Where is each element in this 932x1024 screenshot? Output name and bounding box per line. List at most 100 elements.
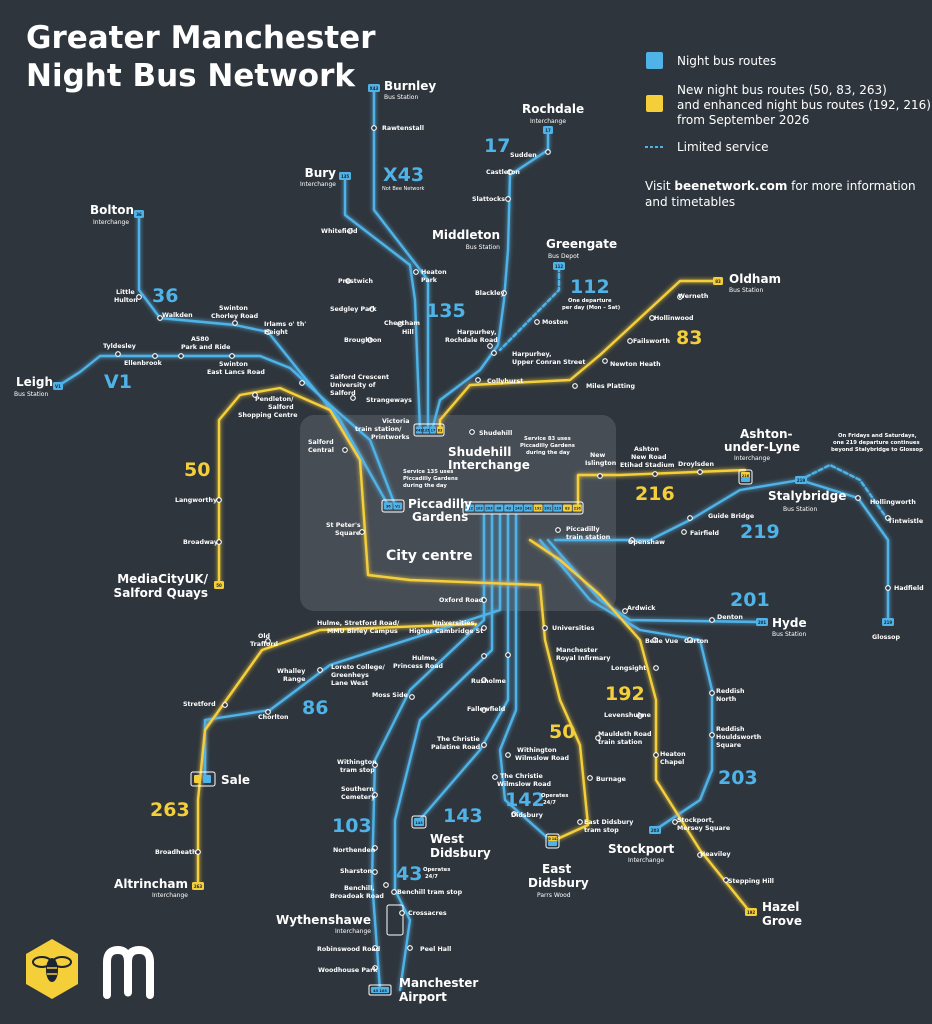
stop-dot[interactable] <box>481 742 487 748</box>
stop-picc-station-1[interactable]: Piccadilly <box>566 526 600 533</box>
stop-salford-central-2[interactable]: Central <box>308 447 334 454</box>
stop-dot[interactable] <box>178 353 184 359</box>
stop-reddish-h-3[interactable]: Square <box>716 742 741 749</box>
stop-dot[interactable] <box>652 471 658 477</box>
place-wythenshawe[interactable]: Wythenshawe <box>276 913 371 927</box>
stop-denton[interactable]: Denton <box>717 614 743 621</box>
stop-heaton-chapel-1[interactable]: Heaton <box>660 751 686 758</box>
stop-ashton-new-1[interactable]: Ashton <box>634 446 659 453</box>
stop-dot[interactable] <box>653 752 659 758</box>
place-greengate[interactable]: Greengate <box>546 237 617 251</box>
stop-dot[interactable] <box>372 762 378 768</box>
stop-dot[interactable] <box>687 637 693 643</box>
stop-dot[interactable] <box>487 343 493 349</box>
stop-walkden[interactable]: Walkden <box>162 312 193 319</box>
stop-collyhurst[interactable]: Collyhurst <box>487 378 523 385</box>
stop-dot[interactable] <box>299 380 305 386</box>
stop-pendleton-2[interactable]: Salford <box>268 404 294 411</box>
route-number-192[interactable]: 192 <box>605 683 645 705</box>
stop-dot[interactable] <box>371 125 377 131</box>
stop-dot[interactable] <box>407 945 413 951</box>
place-mediacity-1[interactable]: MediaCityUK/ <box>117 572 208 586</box>
stop-withington-wr-1[interactable]: Withington <box>517 747 557 754</box>
place-rochdale[interactable]: Rochdale <box>522 102 584 116</box>
stop-dot[interactable] <box>265 638 271 644</box>
place-shudehill-1[interactable]: Shudehill <box>448 445 511 459</box>
stop-robinswood[interactable]: Robinswood Road <box>317 946 380 953</box>
stop-dot[interactable] <box>372 965 378 971</box>
stop-dot[interactable] <box>232 320 238 326</box>
stop-peel-hall[interactable]: Peel Hall <box>420 946 451 953</box>
stop-southern-2[interactable]: Cemetery <box>341 794 375 801</box>
place-altrincham[interactable]: Altrincham <box>114 877 188 891</box>
stop-reddish-h-2[interactable]: Houldsworth <box>716 734 761 741</box>
stop-dot[interactable] <box>687 515 693 521</box>
route-number-143[interactable]: 143 <box>443 805 483 827</box>
place-hyde[interactable]: Hyde <box>772 616 807 630</box>
stop-reddish-h-1[interactable]: Reddish <box>716 726 745 733</box>
stop-shudehill[interactable]: Shudehill <box>479 430 512 437</box>
stop-longsight[interactable]: Longsight <box>611 665 646 672</box>
stop-dot[interactable] <box>481 677 487 683</box>
stop-sharston[interactable]: Sharston <box>340 868 372 875</box>
stop-univ-hc-2[interactable]: Higher Cambridge St <box>409 628 483 635</box>
stop-universities[interactable]: Universities <box>552 625 595 632</box>
stop-st-peters-1[interactable]: St Peter's <box>326 522 361 529</box>
stop-dot[interactable] <box>587 775 593 781</box>
route-number-103[interactable]: 103 <box>332 815 372 837</box>
stop-reddish-n-1[interactable]: Reddish <box>716 688 745 695</box>
stop-harpurhey-up-2[interactable]: Upper Conran Street <box>512 359 585 366</box>
stop-dot[interactable] <box>723 877 729 883</box>
route-number-43[interactable]: 43 <box>396 863 422 885</box>
stop-mri-2[interactable]: Royal Infirmary <box>556 655 611 662</box>
stop-dot[interactable] <box>136 294 142 300</box>
stop-oxford-road[interactable]: Oxford Road <box>439 597 483 604</box>
stop-dot[interactable] <box>265 329 271 335</box>
stop-whalley-1[interactable]: Whalley <box>277 668 305 675</box>
stop-mri-1[interactable]: Manchester <box>556 647 599 654</box>
stop-ellenbrook[interactable]: Ellenbrook <box>124 360 163 367</box>
stop-dot[interactable] <box>157 315 163 321</box>
stop-little-hulton-2[interactable]: Hulton <box>114 297 138 304</box>
stop-old-trafford-1[interactable]: Old <box>258 633 270 640</box>
stop-heaton-park-2[interactable]: Park <box>421 277 438 284</box>
stop-dot[interactable] <box>637 713 643 719</box>
stop-dot[interactable] <box>216 497 222 503</box>
stop-christie-pal-1[interactable]: The Christie <box>437 736 480 743</box>
stop-cheetham-2[interactable]: Hill <box>402 329 414 336</box>
stop-harpurhey-up-1[interactable]: Harpurhey, <box>512 351 551 358</box>
stop-dot[interactable] <box>622 608 628 614</box>
stop-st-peters-2[interactable]: Square <box>335 530 360 537</box>
stop-swinton-chorley-2[interactable]: Chorley Road <box>211 313 258 320</box>
stop-swinton-east-1[interactable]: Swinton <box>219 361 248 368</box>
stop-hulme-pr-2[interactable]: Princess Road <box>393 663 443 670</box>
stop-dot[interactable] <box>372 945 378 951</box>
stop-whalley-2[interactable]: Range <box>283 676 305 683</box>
stop-langworthy[interactable]: Langworthy <box>175 497 217 504</box>
stop-mauldeth-1[interactable]: Mauldeth Road <box>598 731 652 738</box>
stop-new-islington-2[interactable]: Islington <box>585 460 616 467</box>
stop-heaton-chapel-2[interactable]: Chapel <box>660 759 684 766</box>
stop-new-islington-1[interactable]: New <box>590 452 606 459</box>
stop-dot[interactable] <box>317 667 323 673</box>
stop-loreto-1[interactable]: Loreto College/ <box>331 664 386 671</box>
stop-burnage[interactable]: Burnage <box>596 776 626 783</box>
stop-a580-2[interactable]: Park and Ride <box>181 344 230 351</box>
stop-hulme-stretford-2[interactable]: MMU Birley Campus <box>327 628 398 635</box>
stop-dot[interactable] <box>222 702 228 708</box>
stop-mauldeth-2[interactable]: train station <box>598 739 642 746</box>
stop-dot[interactable] <box>469 429 475 435</box>
stop-belle-vue[interactable]: Belle Vue <box>645 638 678 645</box>
stop-eastdid-tram-2[interactable]: tram stop <box>584 827 619 834</box>
stop-chorlton[interactable]: Chorlton <box>258 714 289 721</box>
stop-failsworth[interactable]: Failsworth <box>633 338 670 345</box>
stop-dot[interactable] <box>383 882 389 888</box>
stop-dot[interactable] <box>507 169 513 175</box>
stop-rawtenstall[interactable]: Rawtenstall <box>382 125 424 132</box>
route-number-135[interactable]: 135 <box>426 300 466 322</box>
stop-didsbury[interactable]: Didsbury <box>511 812 543 819</box>
stop-ashton-new-3[interactable]: Etihad Stadium <box>620 462 675 469</box>
route-number-216[interactable]: 216 <box>635 483 675 505</box>
place-hazel-1[interactable]: Hazel <box>762 900 799 914</box>
stop-openshaw[interactable]: Openshaw <box>628 539 665 546</box>
